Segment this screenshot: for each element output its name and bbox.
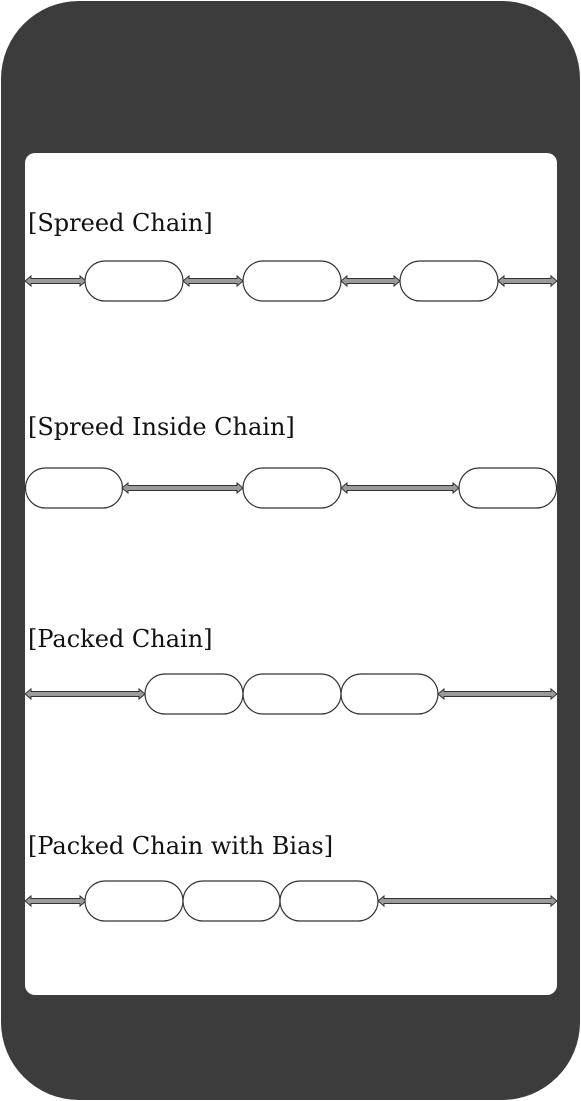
- chain-widget: [84, 880, 184, 922]
- section-title-packed-chain-with-bias: [Packed Chain with Bias]: [28, 832, 334, 860]
- chain-widget: [279, 880, 379, 922]
- chain-widget: [84, 260, 184, 302]
- spread-chain-diagram: [25, 260, 557, 302]
- section-title-spread-inside-chain: [Spreed Inside Chain]: [28, 413, 295, 441]
- chain-widget: [458, 467, 557, 509]
- chain-widget: [242, 673, 342, 715]
- chain-widget: [25, 467, 124, 509]
- chain-arrow: [340, 274, 401, 288]
- chain-widget: [399, 260, 499, 302]
- chain-arrow: [121, 481, 244, 495]
- section-title-spread-chain: [Spreed Chain]: [28, 209, 213, 237]
- chain-arrow: [25, 894, 87, 908]
- phone-screen: [Spreed Chain] [Spreed Inside Chain] [Pa…: [25, 153, 557, 995]
- chain-arrow: [25, 687, 146, 701]
- chain-arrow: [437, 687, 557, 701]
- chain-arrow: [377, 894, 557, 908]
- spread-inside-chain-diagram: [25, 467, 557, 509]
- chain-widget: [242, 467, 342, 509]
- chain-arrow: [497, 274, 557, 288]
- packed-chain-with-bias-diagram: [25, 880, 557, 922]
- chain-widget: [242, 260, 342, 302]
- chain-widget: [182, 880, 281, 922]
- section-title-packed-chain: [Packed Chain]: [28, 625, 213, 653]
- chain-arrow: [25, 274, 87, 288]
- packed-chain-diagram: [25, 673, 557, 715]
- chain-widget: [144, 673, 244, 715]
- chain-arrow: [340, 481, 460, 495]
- chain-arrow: [182, 274, 244, 288]
- chain-widget: [340, 673, 439, 715]
